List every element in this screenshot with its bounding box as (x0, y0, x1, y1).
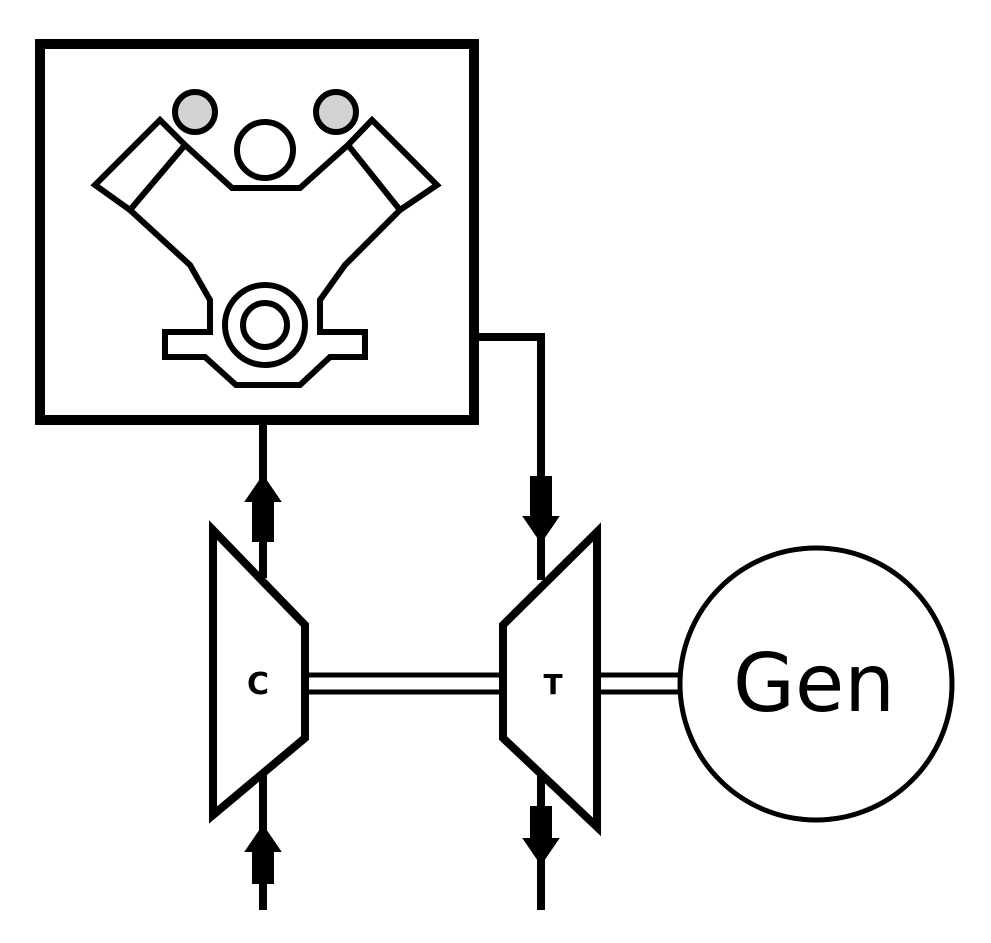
right-valve-icon (313, 89, 359, 135)
flow-arrows (244, 474, 560, 884)
flow-arrow-icon (522, 806, 560, 866)
compressor-label: C (247, 667, 269, 702)
turbine-shape (499, 522, 601, 837)
exhaust-pipe (474, 333, 545, 580)
flow-arrow-icon (244, 824, 282, 884)
generator-label: Gen (733, 637, 895, 730)
generator-circle (677, 545, 955, 823)
compressor-shape (209, 520, 309, 824)
engine-block (35, 39, 479, 425)
left-valve-icon (172, 89, 218, 135)
v-engine-icon (90, 89, 442, 388)
shafts (305, 672, 680, 695)
turbine-label: T (543, 668, 562, 701)
compressor: C (209, 520, 309, 824)
turbine: T (499, 522, 601, 837)
flow-arrow-icon (244, 474, 282, 542)
flow-arrow-icon (522, 476, 560, 544)
generator: Gen (677, 545, 955, 823)
